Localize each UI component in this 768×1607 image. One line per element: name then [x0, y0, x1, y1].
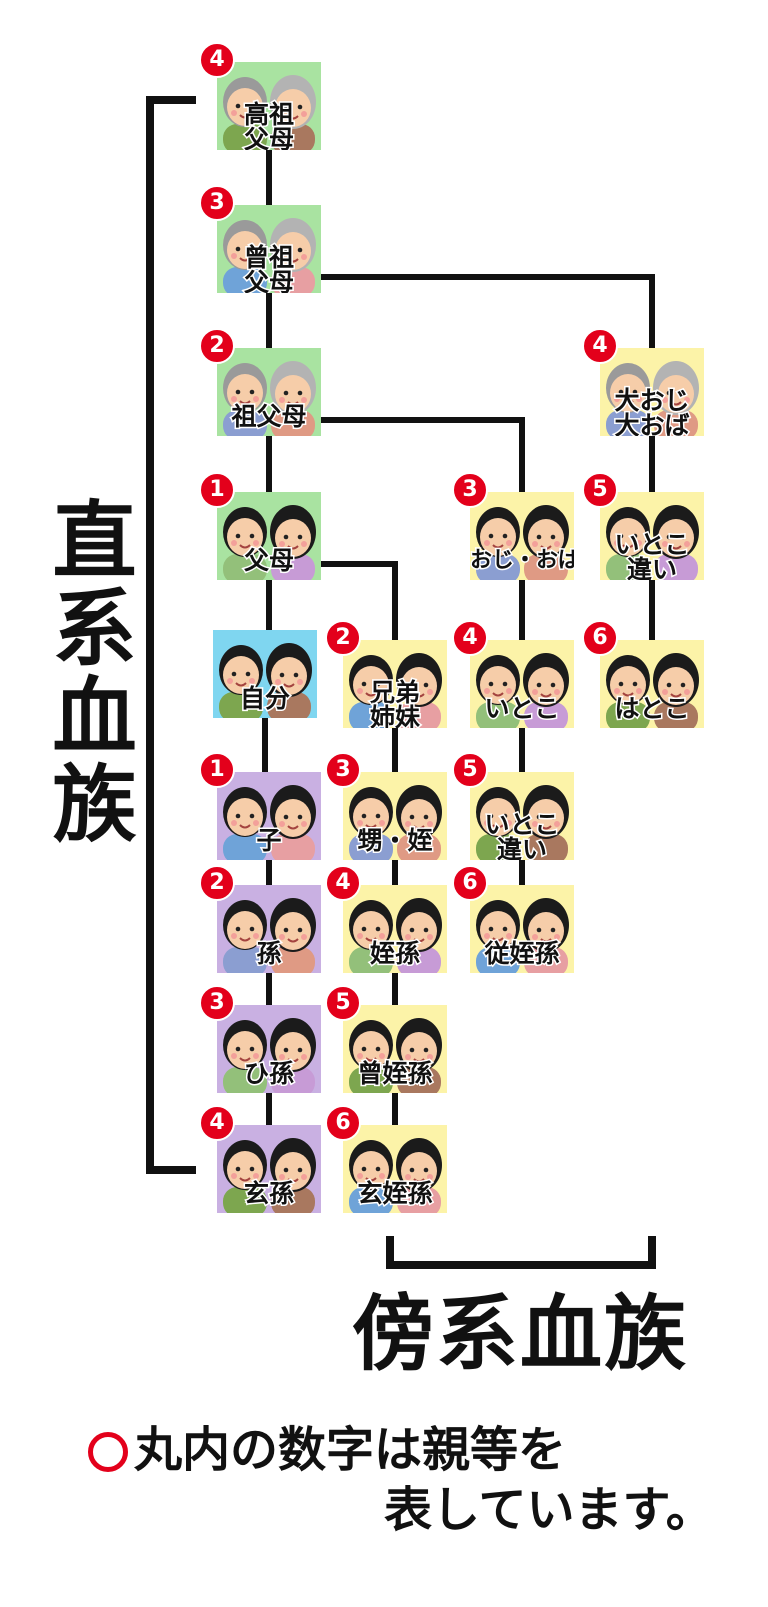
couple-illustration-icon	[470, 640, 574, 728]
couple-illustration-icon	[217, 1005, 321, 1093]
couple-illustration-icon	[217, 772, 321, 860]
relative-card-grandchild: 孫	[217, 885, 321, 973]
couple-illustration-icon	[217, 492, 321, 580]
relative-label: 玄孫	[242, 1179, 295, 1208]
relative-label: 従姪孫	[483, 939, 561, 968]
red-circle-icon	[88, 1432, 128, 1472]
relative-label: 大おじ 大おば	[613, 386, 691, 437]
relative-label: 祖父母	[230, 402, 308, 431]
footnote-line-2: 表しています。	[384, 1482, 714, 1538]
degree-badge: 3	[452, 472, 488, 508]
relative-label: 曾祖 父母	[242, 243, 295, 294]
relative-card-second-cousins: はとこ	[600, 640, 704, 728]
couple-illustration-icon	[213, 630, 317, 718]
collateral-kin-label: 傍系血族	[352, 1287, 689, 1382]
relative-card-great-uncle-aunt: 大おじ 大おば	[600, 348, 704, 436]
couple-illustration-icon	[470, 885, 574, 973]
couple-illustration-icon	[343, 1005, 447, 1093]
relative-label: いとこ	[483, 694, 561, 723]
couple-illustration-icon	[217, 348, 321, 436]
relative-label: 孫	[255, 939, 283, 968]
degree-badge: 5	[325, 985, 361, 1021]
degree-badge: 4	[199, 1105, 235, 1141]
relative-card-cousin-once-removed-up: いとこ 違い	[600, 492, 704, 580]
relative-label: はとこ	[613, 694, 691, 723]
lineal-kin-label: 直系血族	[39, 496, 137, 848]
degree-badge: 1	[199, 472, 235, 508]
couple-illustration-icon	[343, 885, 447, 973]
relative-card-uncle-aunt: おじ・おば	[470, 492, 574, 580]
relative-card-self: 自分	[213, 630, 317, 718]
relative-label: ひ孫	[242, 1059, 295, 1088]
relative-label: 姪孫	[368, 939, 421, 968]
degree-badge: 2	[199, 328, 235, 364]
relative-card-great-grand-nephew: 曾姪孫	[343, 1005, 447, 1093]
couple-illustration-icon	[217, 62, 321, 150]
couple-illustration-icon	[343, 1125, 447, 1213]
relative-card-great-grandparents: 曾祖 父母	[217, 205, 321, 293]
relative-card-grandparents: 祖父母	[217, 348, 321, 436]
relative-card-great-great-grandchild: 玄孫	[217, 1125, 321, 1213]
degree-badge: 4	[325, 865, 361, 901]
couple-illustration-icon	[470, 492, 574, 580]
degree-badge: 4	[582, 328, 618, 364]
relative-label: 曾姪孫	[356, 1059, 434, 1088]
footnote: 丸内の数字は親等を 表しています。	[88, 1420, 728, 1540]
degree-badge: 6	[582, 620, 618, 656]
relative-label: 甥・姪	[356, 826, 434, 855]
degree-badge: 4	[452, 620, 488, 656]
relative-label: 自分	[238, 684, 291, 713]
couple-illustration-icon	[600, 492, 704, 580]
relative-card-grand-nephew: 姪孫	[343, 885, 447, 973]
degree-badge: 1	[199, 752, 235, 788]
degree-badge: 6	[325, 1105, 361, 1141]
relative-card-first-cousin-twice-removed: 従姪孫	[470, 885, 574, 973]
relative-label: いとこ 違い	[483, 810, 561, 861]
relative-label: おじ・おば	[470, 547, 574, 575]
degree-badge: 5	[582, 472, 618, 508]
degree-badge: 3	[199, 185, 235, 221]
relative-label: 父母	[242, 546, 295, 575]
relative-label: いとこ 違い	[613, 530, 691, 581]
degree-badge: 2	[199, 865, 235, 901]
couple-illustration-icon	[600, 640, 704, 728]
couple-illustration-icon	[600, 348, 704, 436]
degree-badge: 6	[452, 865, 488, 901]
relative-card-cousin-once-removed-down: いとこ 違い	[470, 772, 574, 860]
couple-illustration-icon	[217, 1125, 321, 1213]
relative-card-great-great-grandparents: 高祖 父母	[217, 62, 321, 150]
couple-illustration-icon	[470, 772, 574, 860]
relative-label: 兄弟 姉妹	[368, 678, 421, 729]
collateral-bracket	[386, 1236, 656, 1269]
degree-badge: 3	[325, 752, 361, 788]
footnote-line-1: 丸内の数字は親等を	[134, 1422, 567, 1478]
relative-card-nephew-niece: 甥・姪	[343, 772, 447, 860]
relative-label: 子	[255, 826, 283, 855]
degree-badge: 2	[325, 620, 361, 656]
degree-badge: 3	[199, 985, 235, 1021]
relative-card-great-grandchild: ひ孫	[217, 1005, 321, 1093]
couple-illustration-icon	[217, 205, 321, 293]
relative-label: 玄姪孫	[356, 1179, 434, 1208]
couple-illustration-icon	[343, 640, 447, 728]
lineal-bracket	[146, 96, 196, 1174]
relative-card-child: 子	[217, 772, 321, 860]
couple-illustration-icon	[343, 772, 447, 860]
relative-card-parents: 父母	[217, 492, 321, 580]
degree-badge: 5	[452, 752, 488, 788]
degree-badge: 4	[199, 42, 235, 78]
couple-illustration-icon	[217, 885, 321, 973]
relative-card-siblings: 兄弟 姉妹	[343, 640, 447, 728]
relative-card-cousins: いとこ	[470, 640, 574, 728]
relative-label: 高祖 父母	[242, 100, 295, 151]
relative-card-great-great-grand-nephew: 玄姪孫	[343, 1125, 447, 1213]
